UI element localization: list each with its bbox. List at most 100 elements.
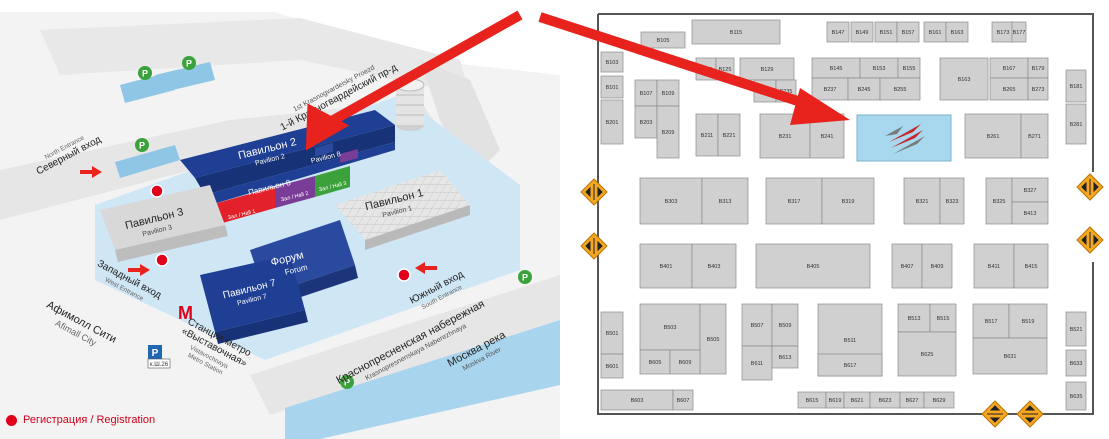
stand-b107[interactable]: B107 bbox=[634, 79, 658, 107]
stand-b635[interactable]: B635 bbox=[1065, 381, 1087, 411]
stand-b211[interactable]: B211 bbox=[695, 113, 719, 157]
stand-b261[interactable]: B261 bbox=[964, 113, 1022, 159]
stand-b147[interactable]: B147 bbox=[826, 21, 850, 43]
stand-box bbox=[850, 21, 874, 43]
stand-b623[interactable]: B623 bbox=[869, 391, 901, 409]
stand-b103[interactable]: B103 bbox=[600, 51, 624, 73]
stand-b237[interactable]: B237 bbox=[811, 77, 849, 101]
stand-b609[interactable]: B609 bbox=[669, 349, 701, 375]
stand-b629[interactable]: B629 bbox=[923, 391, 955, 409]
stand-b517[interactable]: B517 bbox=[972, 303, 1010, 339]
stand-b115[interactable]: B115 bbox=[691, 19, 781, 45]
stand-b245[interactable]: B245 bbox=[847, 77, 881, 101]
stand-b611[interactable]: B611 bbox=[741, 345, 773, 381]
stand-b317[interactable]: B317 bbox=[765, 177, 823, 225]
stand-b321[interactable]: B321 bbox=[903, 177, 941, 225]
metro-icon: М bbox=[178, 303, 193, 323]
exit-arrow-icon bbox=[1016, 400, 1044, 428]
stand-b519[interactable]: B519 bbox=[1008, 303, 1048, 339]
stand-b101[interactable]: B101 bbox=[600, 75, 624, 99]
highlighted-stand[interactable] bbox=[856, 114, 952, 162]
stand-b613[interactable]: B613 bbox=[771, 345, 799, 369]
stand-b155[interactable]: B155 bbox=[897, 57, 921, 79]
stand-b607[interactable]: B607 bbox=[672, 389, 694, 411]
stand-b163[interactable]: B163 bbox=[945, 21, 969, 43]
stand-b221[interactable]: B221 bbox=[717, 113, 741, 157]
stand-b521[interactable]: B521 bbox=[1065, 311, 1087, 347]
stand-b151[interactable]: B151 bbox=[874, 21, 898, 43]
stand-b621[interactable]: B621 bbox=[843, 391, 871, 409]
stand-b153[interactable]: B153 bbox=[859, 57, 899, 79]
stand-b619[interactable]: B619 bbox=[825, 391, 845, 409]
stand-b505[interactable]: B505 bbox=[699, 303, 727, 375]
stand-b157[interactable]: B157 bbox=[896, 21, 920, 43]
stand-b603[interactable]: B603 bbox=[600, 389, 674, 411]
stand-b281[interactable]: B281 bbox=[1065, 103, 1087, 145]
stand-box bbox=[879, 77, 921, 101]
stand-b415[interactable]: B415 bbox=[1013, 243, 1049, 289]
stand-b161[interactable]: B161 bbox=[923, 21, 947, 43]
pointer-arrow-right bbox=[538, 12, 850, 125]
stand-b303[interactable]: B303 bbox=[639, 177, 703, 225]
stand-b401[interactable]: B401 bbox=[639, 243, 693, 289]
stand-b177[interactable]: B177 bbox=[1011, 21, 1027, 43]
stand-b201[interactable]: B201 bbox=[600, 99, 624, 145]
stand-b313[interactable]: B313 bbox=[701, 177, 749, 225]
stand-b627[interactable]: B627 bbox=[899, 391, 925, 409]
stand-b411[interactable]: B411 bbox=[973, 243, 1015, 289]
stand-b167[interactable]: B167 bbox=[989, 57, 1029, 79]
svg-text:к.Ш.26: к.Ш.26 bbox=[150, 362, 169, 368]
stand-b105[interactable]: B105 bbox=[640, 31, 686, 49]
stand-b327[interactable]: B327 bbox=[1011, 177, 1049, 203]
stand-b509[interactable]: B509 bbox=[771, 303, 799, 347]
stand-b325[interactable]: B325 bbox=[985, 177, 1013, 225]
stand-b501[interactable]: B501 bbox=[600, 311, 624, 355]
stand-b407[interactable]: B407 bbox=[891, 243, 923, 289]
stand-b513[interactable]: B513 bbox=[897, 303, 931, 333]
stand-b605[interactable]: B605 bbox=[639, 349, 671, 375]
stand-label: B403 bbox=[708, 264, 721, 270]
stand-b319[interactable]: B319 bbox=[821, 177, 875, 225]
stand-label: B281 bbox=[1070, 122, 1083, 128]
stand-b601[interactable]: B601 bbox=[600, 353, 624, 379]
stand-b179[interactable]: B179 bbox=[1027, 57, 1049, 79]
stand-box bbox=[897, 331, 957, 377]
registration-point-west[interactable] bbox=[155, 253, 169, 267]
stand-b409[interactable]: B409 bbox=[921, 243, 953, 289]
stand-label: B153 bbox=[873, 66, 886, 72]
stand-b209[interactable]: B209 bbox=[656, 105, 680, 159]
stand-b271[interactable]: B271 bbox=[1020, 113, 1049, 159]
stand-b615[interactable]: B615 bbox=[797, 391, 827, 409]
stand-b617[interactable]: B617 bbox=[817, 353, 883, 377]
stand-b631[interactable]: B631 bbox=[972, 337, 1048, 375]
stand-b145[interactable]: B145 bbox=[811, 57, 861, 79]
stand-b507[interactable]: B507 bbox=[741, 303, 773, 347]
stand-b173[interactable]: B173 bbox=[991, 21, 1015, 43]
stand-b515[interactable]: B515 bbox=[929, 303, 957, 333]
stand-b149[interactable]: B149 bbox=[850, 21, 874, 43]
stand-b323[interactable]: B323 bbox=[939, 177, 965, 225]
stand-b181[interactable]: B181 bbox=[1065, 69, 1087, 103]
stand-label: B405 bbox=[807, 264, 820, 270]
stand-b625[interactable]: B625 bbox=[897, 331, 957, 377]
stand-b109[interactable]: B109 bbox=[656, 79, 680, 107]
registration-point-north[interactable] bbox=[150, 184, 164, 198]
stand-b203[interactable]: B203 bbox=[634, 105, 658, 139]
stand-label: B607 bbox=[677, 398, 690, 404]
stand-b255[interactable]: B255 bbox=[879, 77, 921, 101]
stand-b265[interactable]: B265 bbox=[989, 77, 1029, 101]
stand-label: B609 bbox=[679, 360, 692, 366]
stand-b503[interactable]: B503 bbox=[639, 303, 701, 351]
pavilion-7-side bbox=[215, 310, 308, 344]
stand-b273[interactable]: B273 bbox=[1027, 77, 1049, 101]
stand-box bbox=[639, 177, 703, 225]
stand-b403[interactable]: B403 bbox=[691, 243, 737, 289]
stand-b405[interactable]: B405 bbox=[755, 243, 871, 289]
registration-point-south[interactable] bbox=[397, 268, 411, 282]
stand-label: B507 bbox=[751, 323, 764, 329]
stand-b413[interactable]: B413 bbox=[1011, 201, 1049, 225]
stand-b163[interactable]: B163 bbox=[939, 57, 989, 101]
stand-b129[interactable]: B129 bbox=[739, 57, 795, 81]
stand-b633[interactable]: B633 bbox=[1065, 349, 1087, 377]
